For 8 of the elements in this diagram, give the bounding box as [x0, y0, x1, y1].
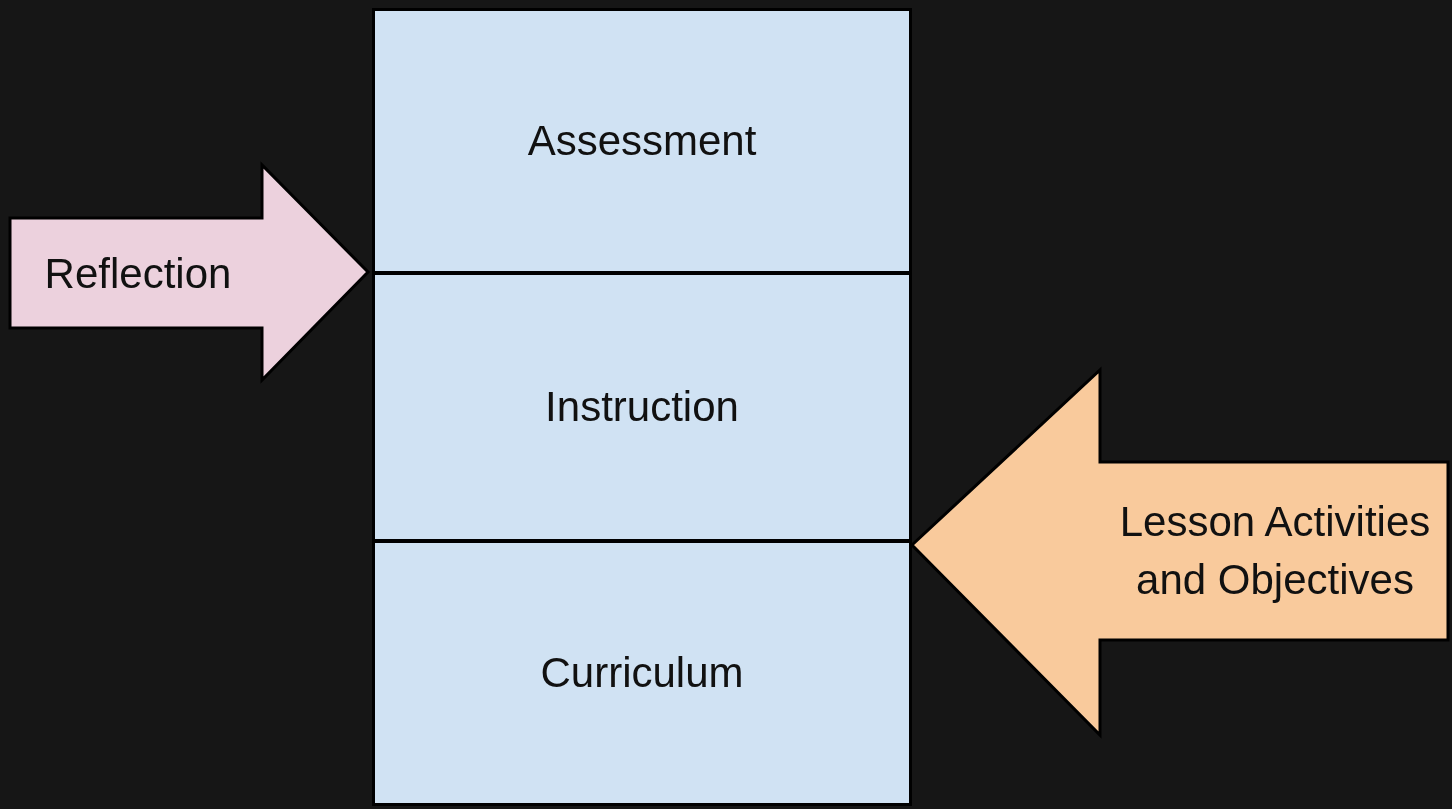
arrow-label: Reflection — [43, 249, 233, 299]
layer-label: Instruction — [545, 382, 739, 432]
layer-box — [372, 540, 912, 806]
arrow-label: Lesson Activities and Objectives — [1118, 497, 1432, 605]
layer-label: Assessment — [527, 116, 757, 166]
layer-box — [372, 272, 912, 542]
layer-box — [372, 8, 912, 274]
layer-label: Curriculum — [540, 648, 744, 698]
